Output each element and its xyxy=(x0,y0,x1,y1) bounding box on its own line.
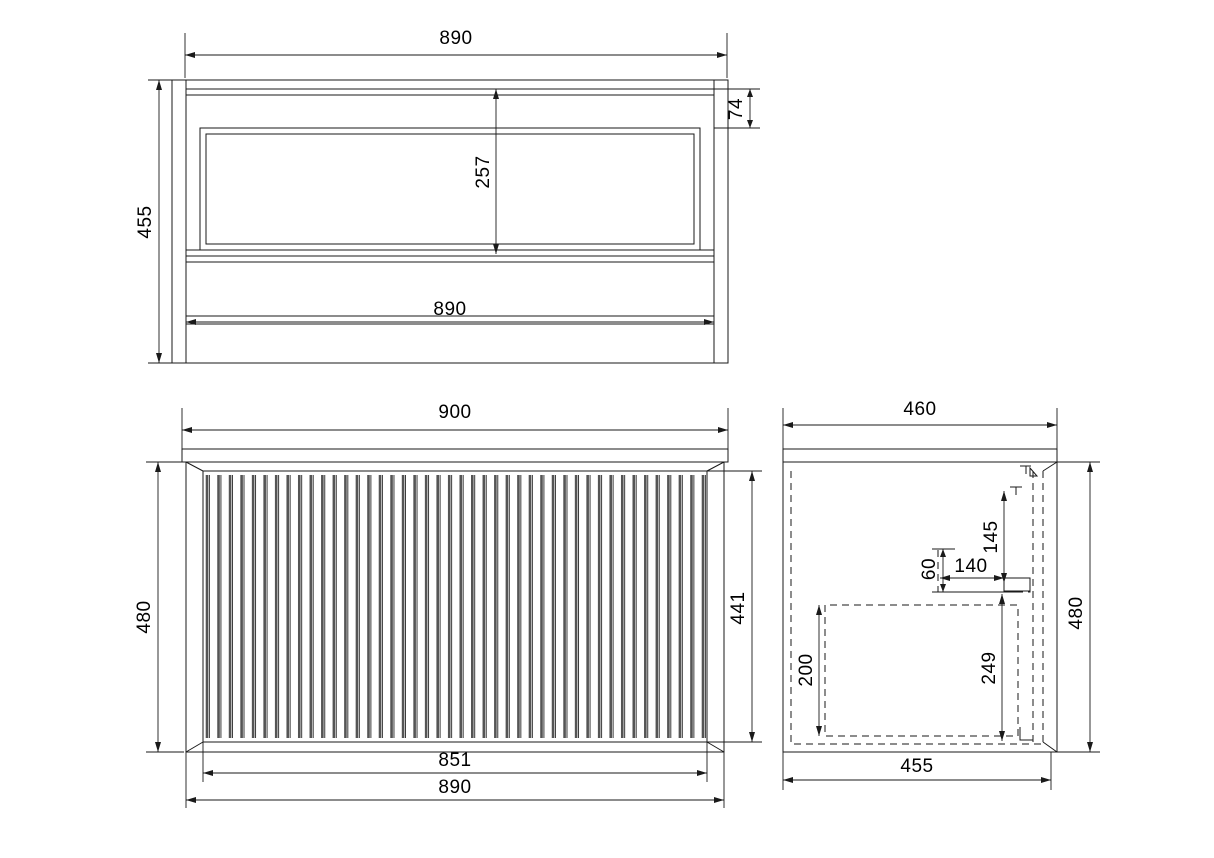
view-side-section xyxy=(783,408,1100,790)
dim-label-bl-890: 890 xyxy=(438,777,471,798)
arrow-rv-480-bottom xyxy=(1087,742,1093,752)
arrow-bl-441-bottom xyxy=(749,732,755,742)
dim-label-tl-455: 455 xyxy=(135,205,156,238)
dim-label-rv-249: 249 xyxy=(979,651,1000,684)
arrow-rv-200-bottom xyxy=(816,726,822,736)
arrow-bl-441-top xyxy=(749,471,755,481)
arrow-bl-900-right xyxy=(718,427,728,433)
arrow-rv-249-bottom xyxy=(999,731,1005,741)
tick-mark-rv-top-2 xyxy=(1030,468,1037,476)
arrow-tl-890-top-right xyxy=(717,52,727,58)
drawer-front-inner-tl xyxy=(206,134,694,244)
arrow-bl-890-right xyxy=(714,797,724,803)
arrow-rv-145-top xyxy=(1001,491,1007,501)
dim-label-rv-480: 480 xyxy=(1066,596,1087,629)
arrow-tl-257-top xyxy=(493,89,499,99)
cabinet-outer-body-tl xyxy=(172,80,728,363)
arrow-bl-851-right xyxy=(697,770,707,776)
arrow-bl-480-bottom xyxy=(155,742,161,752)
dim-label-rv-200: 200 xyxy=(796,653,817,686)
arrow-tl-890-bottom-right xyxy=(704,319,714,325)
dim-label-tl-890-bottom: 890 xyxy=(433,299,466,320)
fluted-panel-frame-bl xyxy=(203,471,707,742)
dim-label-tl-74: 74 xyxy=(726,98,747,120)
cabinet-outer-body-rv xyxy=(783,462,1057,752)
tick-mark-rv-top-1 xyxy=(1020,466,1031,474)
arrow-rv-60-bottom xyxy=(940,584,946,592)
miter-rv-tr xyxy=(1043,462,1057,471)
miter-bl-tr xyxy=(707,462,724,471)
dim-label-bl-851: 851 xyxy=(438,750,471,771)
arrow-tl-890-bottom-left xyxy=(186,319,196,325)
dim-label-rv-145: 145 xyxy=(981,520,1002,553)
view-front-elevation-open xyxy=(148,33,760,363)
dim-label-rv-455: 455 xyxy=(900,756,933,777)
countertop-slab-bl xyxy=(182,449,728,462)
miter-bl-br xyxy=(707,742,724,752)
arrow-rv-455-right xyxy=(1041,777,1051,783)
arrow-rv-140-left xyxy=(940,575,950,581)
dim-label-tl-257: 257 xyxy=(473,155,494,188)
dim-label-bl-441: 441 xyxy=(728,591,749,624)
tick-mark-rv-bottom xyxy=(1020,727,1033,740)
arrow-bl-890-left xyxy=(186,797,196,803)
arrow-rv-249-top xyxy=(999,594,1005,604)
top-rail-band-tl xyxy=(186,89,714,95)
arrow-tl-890-top-left xyxy=(185,52,195,58)
miter-bl-tl xyxy=(186,462,203,471)
drawer-front-outer-tl xyxy=(200,128,700,250)
arrow-rv-460-left xyxy=(783,422,793,428)
arrow-rv-460-right xyxy=(1047,422,1057,428)
arrow-tl-257-bottom xyxy=(493,244,499,254)
dim-label-rv-60: 60 xyxy=(919,558,940,580)
arrow-bl-480-top xyxy=(155,462,161,472)
cabinet-outer-body-bl xyxy=(186,462,724,752)
dimension-text-layer: 890 455 74 257 890 900 480 441 851 890 4… xyxy=(134,28,1087,798)
arrow-rv-455-left xyxy=(783,777,793,783)
arrow-rv-140-right xyxy=(994,575,1004,581)
mid-rail-band-tl xyxy=(186,256,714,262)
hidden-drawer-box-rv xyxy=(824,604,1019,737)
arrow-rv-60-top xyxy=(940,549,946,557)
arrow-rv-200-top xyxy=(816,605,822,615)
dim-label-bl-900: 900 xyxy=(438,402,471,423)
dim-label-bl-480: 480 xyxy=(134,600,155,633)
view-front-elevation-fluted xyxy=(146,408,762,808)
bracket-block-rv xyxy=(1004,578,1030,591)
miter-bl-bl xyxy=(186,742,203,752)
flute-group-bl xyxy=(205,475,706,738)
countertop-slab-rv xyxy=(783,449,1057,462)
arrow-tl-455-top xyxy=(156,80,162,90)
dim-label-rv-140: 140 xyxy=(954,556,987,577)
dim-label-tl-890-top: 890 xyxy=(439,28,472,49)
arrow-bl-851-left xyxy=(203,770,213,776)
arrow-bl-900-left xyxy=(182,427,192,433)
hidden-carcass-outline-rv xyxy=(790,471,1043,745)
tick-mark-rv-top-3 xyxy=(1010,487,1022,495)
dim-label-rv-460: 460 xyxy=(903,399,936,420)
arrow-tl-455-bottom xyxy=(156,353,162,363)
arrow-tl-74-bottom xyxy=(747,120,753,128)
bottom-rail-band-tl xyxy=(186,316,714,324)
arrow-rv-480-top xyxy=(1087,462,1093,472)
miter-rv-br xyxy=(1043,742,1057,752)
arrow-tl-74-top xyxy=(747,89,753,97)
